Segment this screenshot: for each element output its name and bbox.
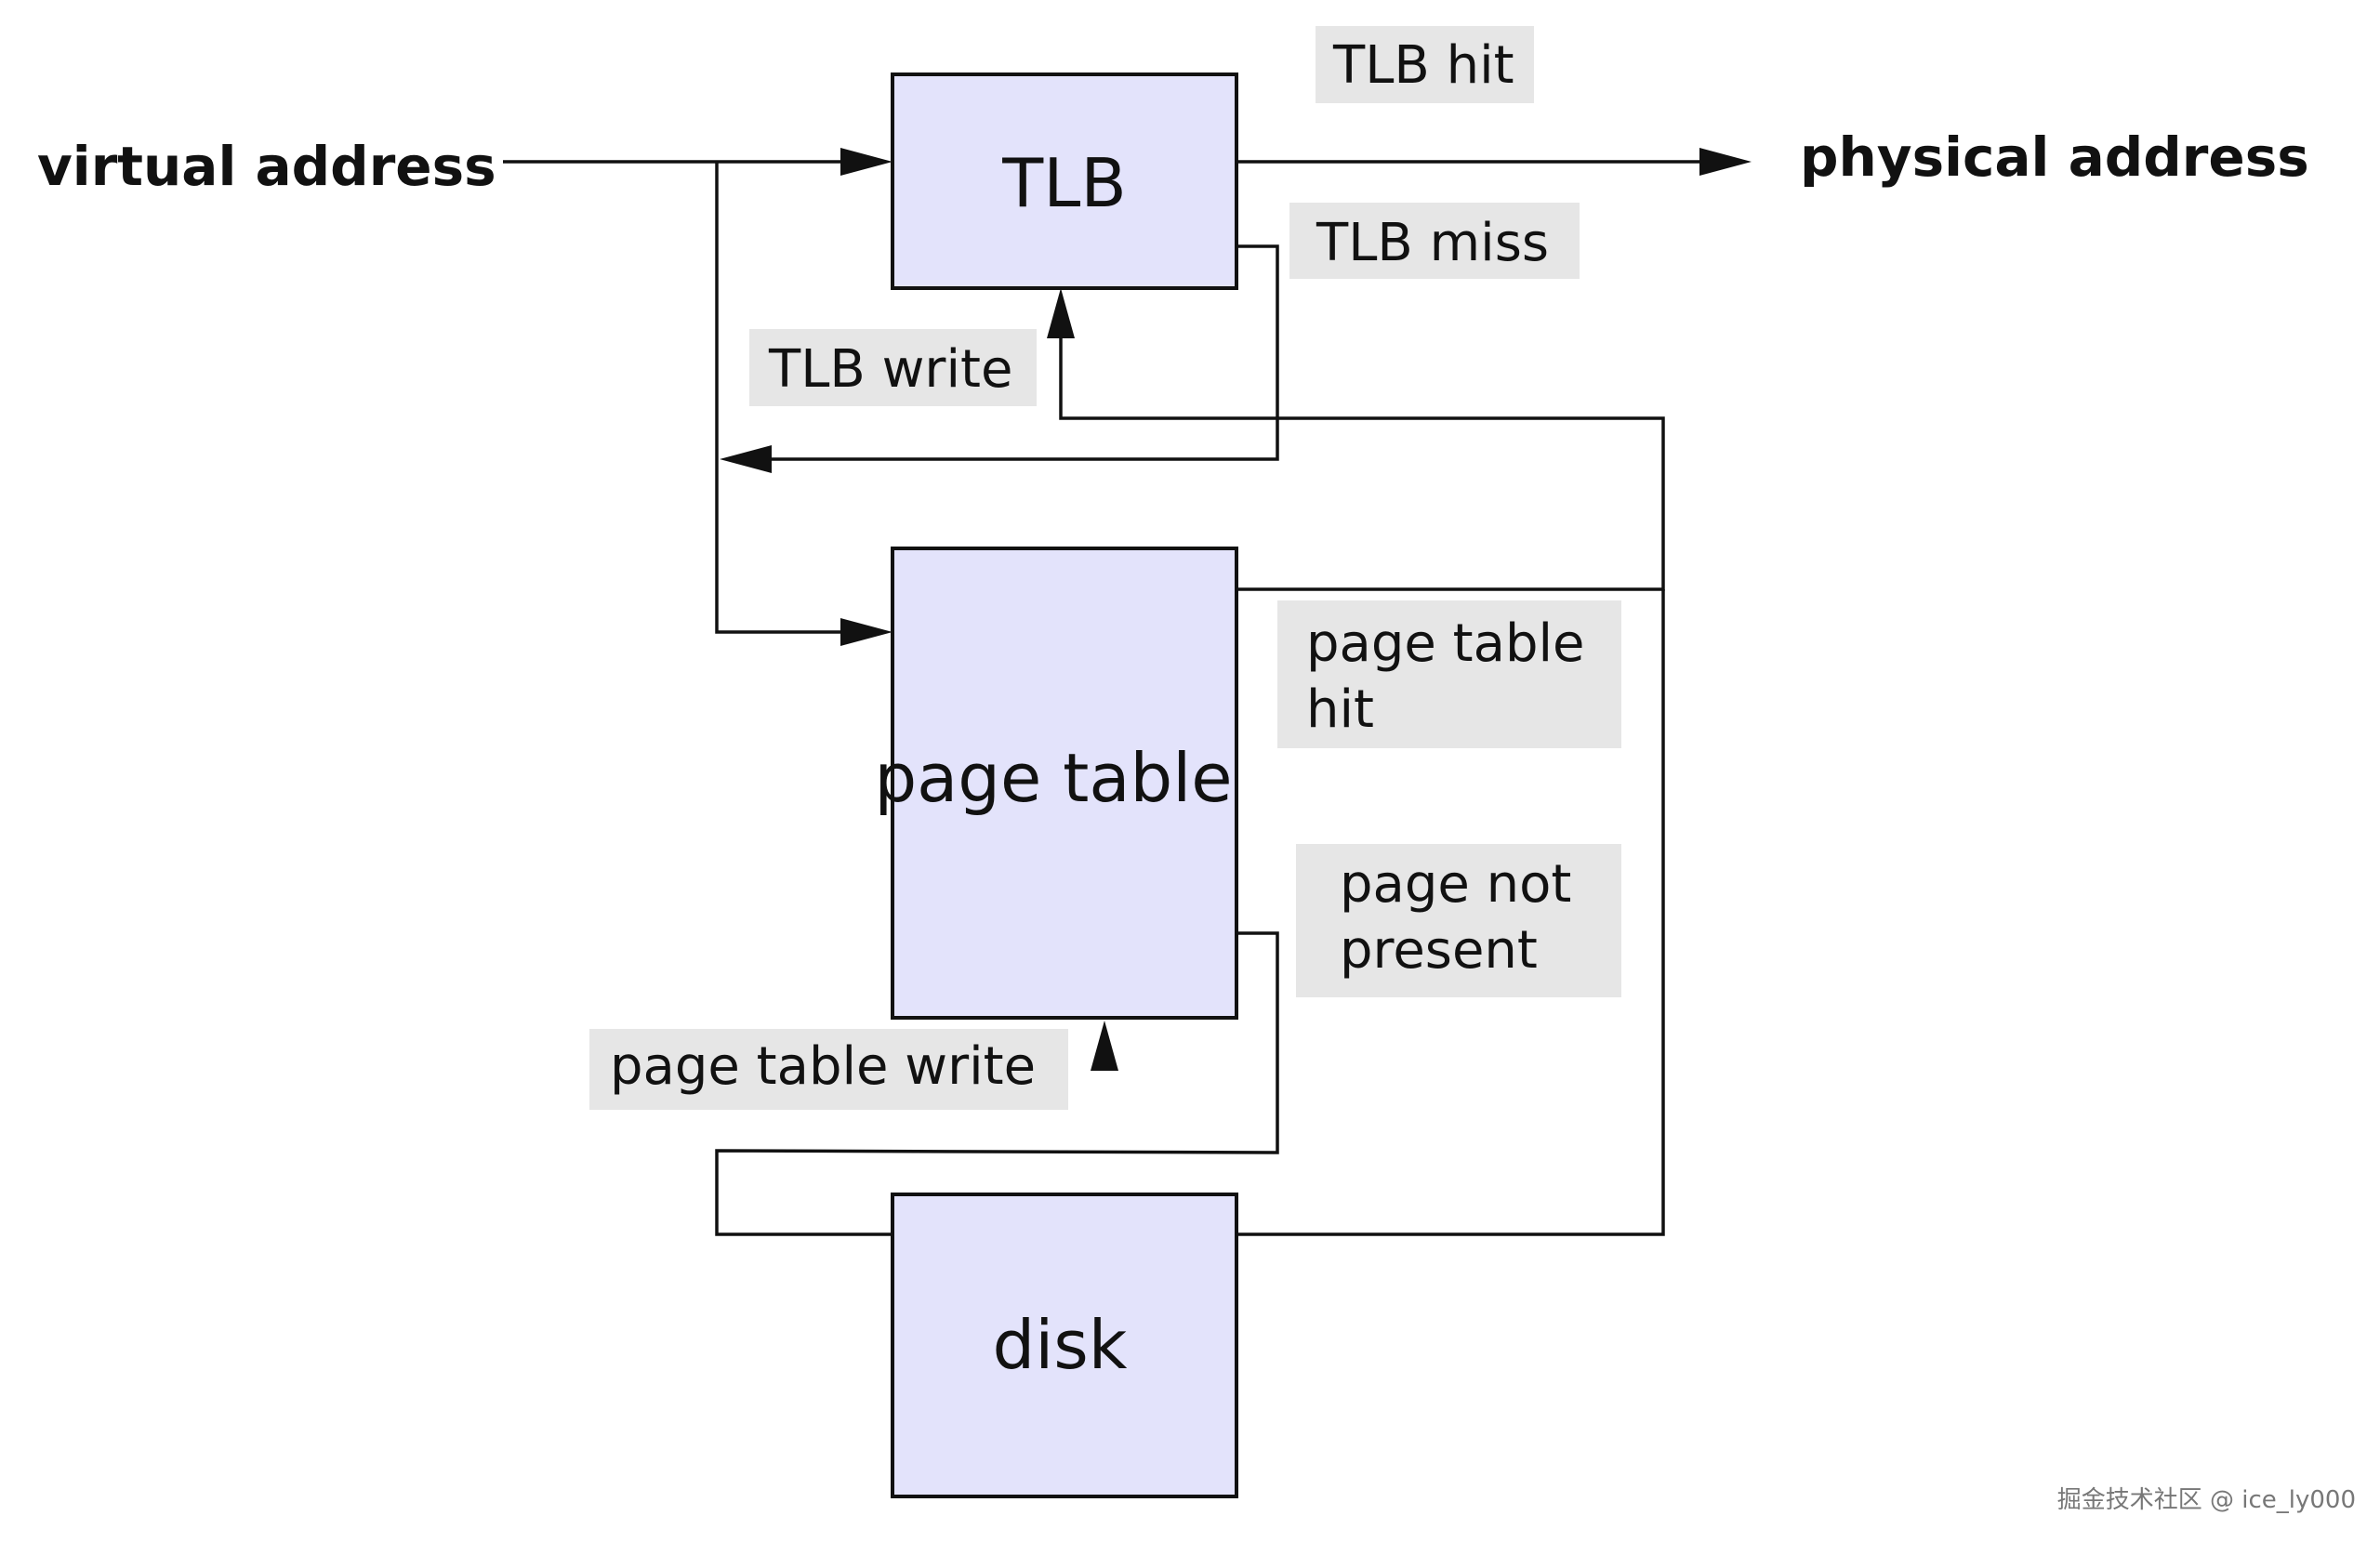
disk-title: disk (993, 1306, 1128, 1384)
tlb-title: TLB (1001, 144, 1127, 222)
tlb-hit-label-bg (1316, 26, 1534, 103)
tlb-hit-label: TLB hit (1332, 35, 1514, 96)
page-table-write-label: page table write (610, 1036, 1036, 1097)
virtual-address-label: virtual address (37, 135, 496, 198)
tlb-box (891, 72, 1238, 290)
arrow-to-physical-address (1699, 148, 1752, 176)
arrow-tlb-miss-return (720, 445, 772, 473)
page-not-present-line (715, 931, 1279, 1236)
disk-box (891, 1193, 1238, 1498)
page-table-hit-label-bg (1277, 600, 1621, 748)
tlb-miss-line (770, 244, 1279, 461)
watermark-text: 掘金技术社区 @ ice_ly000 (2057, 1486, 2356, 1514)
arrow-tlb-write (1047, 288, 1075, 338)
page-table-title: page table (874, 739, 1232, 817)
physical-address-label: physical address (1800, 125, 2309, 189)
arrow-page-table-write (1091, 1021, 1118, 1071)
page-table-box (891, 547, 1238, 1020)
input-to-page-table-line (715, 162, 846, 634)
arrow-into-page-table (840, 618, 892, 646)
tlb-write-line (1059, 338, 1665, 591)
arrow-into-tlb (840, 148, 892, 176)
page-not-present-label-bg (1296, 844, 1621, 997)
page-table-write-label-bg (589, 1029, 1068, 1110)
tlb-miss-label-bg (1289, 203, 1580, 279)
tlb-miss-label: TLB miss (1316, 213, 1549, 273)
tlb-write-label-bg (749, 329, 1037, 406)
tlb-write-label: TLB write (768, 339, 1012, 400)
page-table-hit-label-line1: page table (1306, 613, 1585, 674)
disk-to-tlb-line (1236, 589, 1665, 1236)
page-not-present-label-line2: present (1340, 920, 1538, 981)
page-table-hit-label-line2: hit (1306, 679, 1374, 740)
page-not-present-label-line1: page not (1340, 854, 1571, 915)
